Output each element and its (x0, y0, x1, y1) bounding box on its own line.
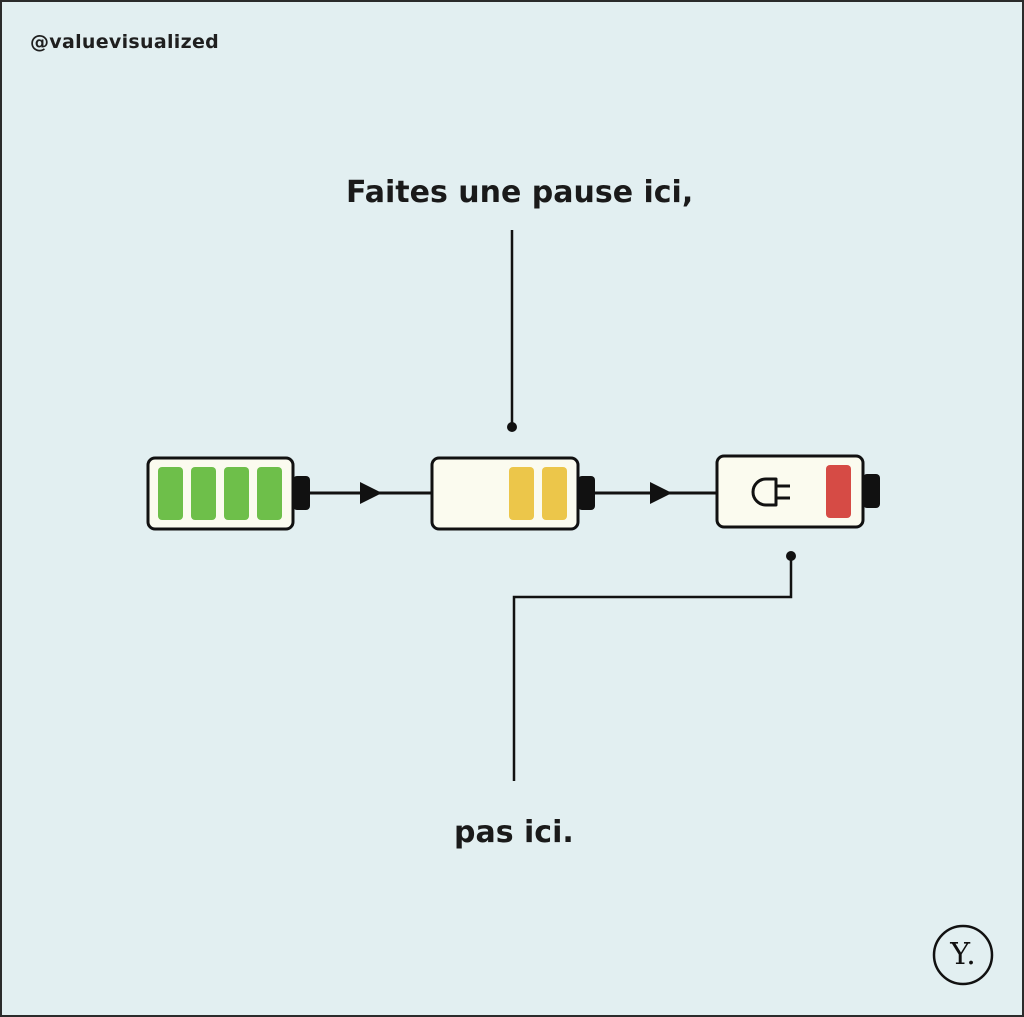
callout-line-bottom (512, 556, 793, 781)
arrow-head-2 (650, 482, 672, 504)
battery-cell (158, 467, 183, 520)
battery-cell (191, 467, 216, 520)
brand-logo (932, 924, 994, 986)
battery-cell (509, 467, 534, 520)
battery-cell (542, 467, 567, 520)
callout-dot-top (507, 422, 517, 432)
battery-terminal (863, 474, 880, 508)
battery-cell (224, 467, 249, 520)
arrow-head-1 (360, 482, 382, 504)
battery-half (430, 456, 595, 531)
battery-full (146, 456, 310, 531)
battery-terminal (578, 476, 595, 510)
caption-top: Faites une pause ici, (346, 175, 694, 210)
plug-icon (751, 477, 790, 507)
battery-low (715, 454, 880, 529)
battery-terminal (293, 476, 310, 510)
battery-cell (257, 467, 282, 520)
author-handle: @valuevisualized (30, 31, 220, 53)
battery-cell (826, 465, 851, 518)
caption-bottom: pas ici. (454, 815, 574, 850)
brand-logo-letter: Y. (950, 937, 976, 972)
